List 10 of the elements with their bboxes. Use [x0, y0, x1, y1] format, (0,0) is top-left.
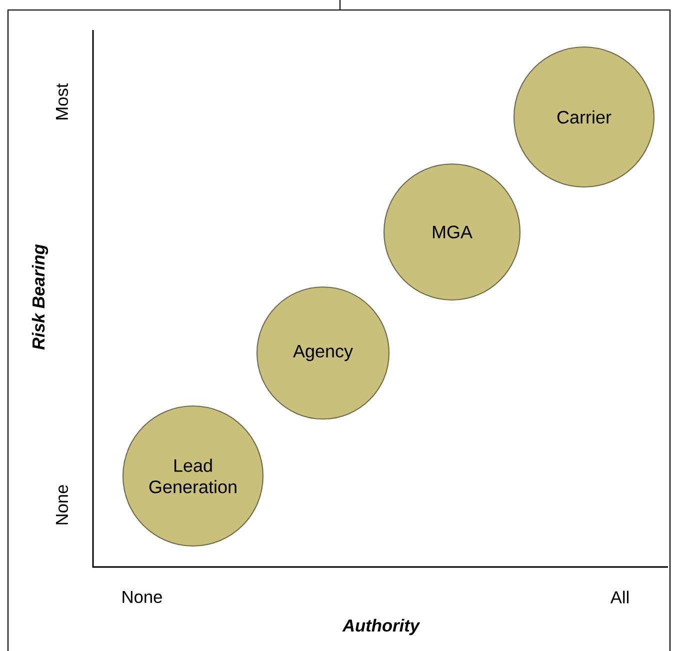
- axis-title: Authority: [342, 618, 420, 636]
- tick-label: None: [122, 590, 162, 604]
- circle-node: Carrier: [513, 46, 655, 188]
- circle-node: Agency: [256, 286, 390, 420]
- tick-label: None: [56, 485, 68, 524]
- axis-title: Risk Bearing: [32, 244, 48, 350]
- tick-label: Most: [56, 83, 68, 120]
- circle-node: MGA: [383, 163, 521, 301]
- circle-node: Lead Generation: [122, 405, 264, 547]
- tick-label: All: [610, 590, 628, 604]
